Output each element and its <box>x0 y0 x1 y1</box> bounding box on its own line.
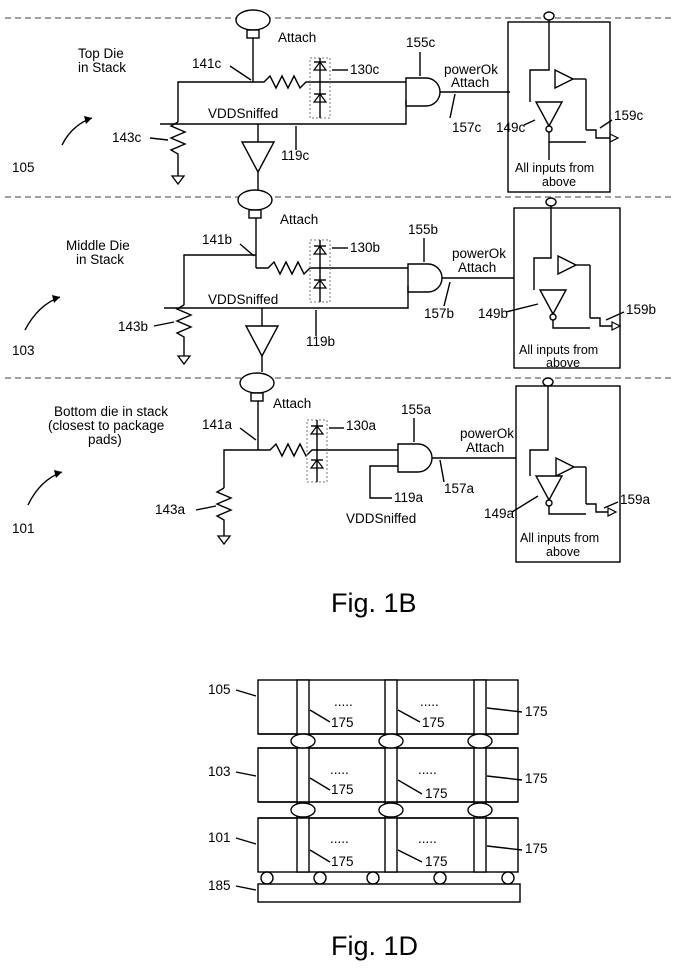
diode-ref: 130a <box>346 418 377 433</box>
box-text-line2: above <box>546 356 580 370</box>
power-ok: powerOk <box>460 426 514 441</box>
logic-box <box>507 21 611 193</box>
attach-label: Attach <box>280 212 318 227</box>
figure-caption-1b: Fig. 1B <box>331 588 417 618</box>
via-ref: 175 <box>525 704 548 719</box>
via-ref: 175 <box>525 771 548 786</box>
sniff-label: VDDSniffed <box>346 511 416 526</box>
resistor-ref: 143a <box>155 502 186 517</box>
die-ref: 103 <box>12 343 35 358</box>
and-gate <box>405 77 441 107</box>
box-text-line1: All inputs from <box>515 161 594 175</box>
diode-ref: 130c <box>350 62 380 77</box>
logic-box <box>515 385 621 563</box>
dots: ..... <box>330 762 349 777</box>
logic-box <box>513 207 621 369</box>
power-attach: Attach <box>458 260 496 275</box>
power-ok: powerOk <box>452 246 506 261</box>
box-text-line2: above <box>546 545 580 559</box>
node-ref: 141c <box>192 56 222 71</box>
out-ref: 157a <box>444 481 475 496</box>
sniff-ref: 119b <box>306 334 335 349</box>
fig-1d-stack: 105 ..... ..... 175 175 175 103 ..... ..… <box>208 679 548 903</box>
dots: ..... <box>418 762 437 777</box>
die-ref-103: 103 <box>208 764 231 779</box>
die-label-line1: Bottom die in stack <box>54 404 168 419</box>
and-gate <box>397 443 433 473</box>
sniff-label: VDDSniffed <box>208 292 278 307</box>
via-ref: 175 <box>331 782 354 797</box>
via-ref: 175 <box>331 854 354 869</box>
via-ref: 175 <box>422 715 445 730</box>
out-ref: 157c <box>452 120 482 135</box>
die-ref: 101 <box>12 521 35 536</box>
power-attach: Attach <box>451 75 489 90</box>
die-label-line2: (closest to package <box>48 418 164 433</box>
die-ref-105: 105 <box>208 682 231 697</box>
dots: ..... <box>334 694 353 709</box>
buf-ref: 159b <box>626 302 656 317</box>
box-text-line2: above <box>542 175 576 189</box>
die-label-line1: Middle Die <box>66 238 130 253</box>
die-bottom-circuit: Bottom die in stack (closest to package … <box>12 372 651 563</box>
buf-ref: 159c <box>614 108 644 123</box>
sniff-ref: 119a <box>394 490 424 505</box>
sniff-buffer <box>240 141 276 174</box>
attach-pad <box>239 372 275 394</box>
resistor-ref: 143c <box>112 130 142 145</box>
attach-label: Attach <box>278 30 316 45</box>
gate-ref: 155b <box>408 222 438 237</box>
dots: ..... <box>418 831 437 846</box>
via-ref: 175 <box>425 854 448 869</box>
power-attach: Attach <box>466 440 504 455</box>
die-label-line2: in Stack <box>76 252 124 267</box>
arrowhead <box>84 116 92 124</box>
latch-ref: 149c <box>496 120 526 135</box>
bumps <box>260 733 515 885</box>
and-gate <box>407 263 443 293</box>
die-top-circuit: Top Die in Stack 105 Attach 141c 143c 13… <box>12 9 644 193</box>
resistor-ref: 143b <box>118 319 148 334</box>
via-ref: 175 <box>331 715 354 730</box>
node-ref: 141b <box>202 232 232 247</box>
attach-pad <box>235 9 271 31</box>
die-ref: 105 <box>12 160 35 175</box>
die-ref-101: 101 <box>208 830 231 845</box>
out-ref: 157b <box>424 306 454 321</box>
through-vias <box>296 679 487 873</box>
node-ref: 141a <box>202 417 233 432</box>
buf-ref: 159a <box>620 492 651 507</box>
attach-pad <box>237 189 273 211</box>
die-label-line3: pads) <box>88 432 122 447</box>
sniff-ref: 119c <box>281 148 310 163</box>
via-ref: 175 <box>425 786 448 801</box>
figure-caption-1d: Fig. 1D <box>331 931 418 961</box>
attach-label: Attach <box>273 396 311 411</box>
die-label-line2: in Stack <box>78 60 126 75</box>
die-label-line1: Top Die <box>78 46 124 61</box>
power-ok: powerOk <box>444 62 498 77</box>
latch-ref: 149b <box>478 306 508 321</box>
via-ref: 175 <box>525 841 548 856</box>
gate-ref: 155c <box>406 35 436 50</box>
sniff-buffer <box>244 325 280 358</box>
dots: ..... <box>420 694 439 709</box>
substrate-ref: 185 <box>208 878 231 893</box>
substrate <box>257 883 521 903</box>
gate-ref: 155a <box>401 402 432 417</box>
attach-pad-stem <box>246 29 260 39</box>
die-middle-circuit: Middle Die in Stack 103 Attach 141b 143b… <box>12 189 656 372</box>
dots: ..... <box>330 831 349 846</box>
box-text-line1: All inputs from <box>519 343 598 357</box>
sniff-label: VDDSniffed <box>208 106 278 121</box>
box-text-line1: All inputs from <box>520 531 599 545</box>
latch-ref: 149a <box>484 506 515 521</box>
diode-ref: 130b <box>350 240 380 255</box>
